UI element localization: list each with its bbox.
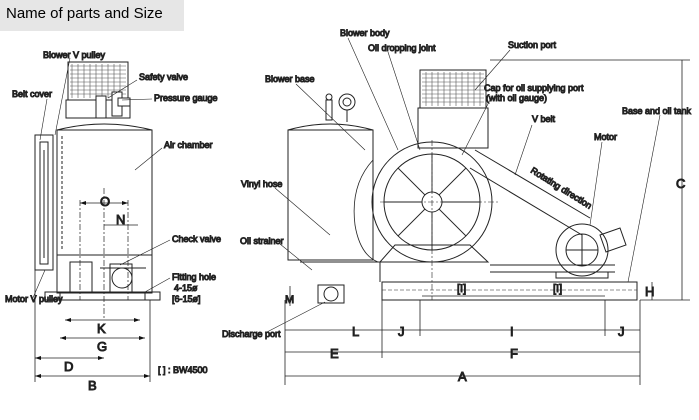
dim-F: F: [510, 346, 518, 361]
front-view: [34, 61, 161, 318]
label-check-valve: Check valve: [172, 234, 221, 244]
dim-B: B: [88, 378, 97, 393]
air-chamber-front: [56, 129, 153, 256]
air-chamber-side: [287, 129, 374, 261]
title-box: Name of parts and Size: [0, 0, 184, 31]
dim-M: M: [285, 294, 294, 306]
motor-shape: [555, 223, 609, 277]
label-oil-dropping-joint: Oil dropping joint: [368, 43, 436, 53]
label-motor: Motor: [594, 132, 617, 142]
dim-C: C: [676, 176, 685, 191]
base-front: [44, 291, 161, 301]
label-fitting-hole: Fitting hole: [172, 272, 216, 282]
label-pressure-gauge: Pressure gauge: [154, 93, 218, 103]
dim-D: D: [64, 359, 73, 374]
label-air-chamber: Air chamber: [164, 140, 213, 150]
label-with-oil-gauge: (with oil gauge): [486, 93, 547, 103]
label-vinyl-hose: Vinyl hose: [241, 179, 282, 189]
label-motor-v-pulley: Motor V pulley: [5, 294, 63, 304]
dim-H: H: [645, 284, 654, 299]
oil-tank-shape: [381, 281, 638, 301]
dim-E: E: [330, 346, 339, 361]
dim-I: I: [510, 324, 514, 339]
label-cap-oil-supply: Cap for oil supplying port: [484, 83, 584, 93]
label-safety-valve: Safety valve: [139, 72, 188, 82]
dim-I-bracket-right: [I]: [553, 283, 562, 295]
page-title: Name of parts and Size: [6, 5, 163, 22]
label-blower-body: Blower body: [340, 28, 390, 38]
label-blower-v-pulley: Blower V pulley: [43, 50, 106, 60]
dim-A: A: [458, 369, 467, 384]
dim-K: K: [97, 321, 106, 336]
label-discharge-port: Discharge port: [222, 329, 281, 339]
dim-O: O: [100, 194, 110, 209]
discharge-port-shape: [317, 284, 345, 304]
label-suction-port: Suction port: [508, 40, 557, 50]
air-chamber-dome: [56, 123, 153, 131]
front-dimensions: [34, 202, 151, 382]
label-bw4500-note: [ ] : BW4500: [158, 365, 208, 375]
dim-G: G: [97, 339, 107, 354]
label-blower-base: Blower base: [265, 74, 315, 84]
dim-L: L: [352, 324, 359, 339]
dim-I-bracket-left: [I]: [457, 283, 466, 295]
dim-J2: J: [618, 324, 625, 339]
label-fitting-hole-spec2: [6-15ø]: [172, 294, 201, 304]
side-view: [287, 69, 638, 304]
dim-N: N: [116, 212, 125, 227]
label-belt-cover: Belt cover: [12, 89, 52, 99]
leader-lines: [31, 37, 661, 334]
label-v-belt: V belt: [532, 114, 556, 124]
label-base-and-oil-tank: Base and oil tank: [622, 106, 692, 116]
blower-base-shape: [378, 244, 490, 263]
pressure-gauge-shape: [338, 93, 356, 111]
belt-cover-inner: [39, 141, 49, 265]
label-oil-strainer: Oil strainer: [240, 236, 284, 246]
label-fitting-hole-spec1: 4-15ø: [174, 283, 198, 293]
side-dimensions: [284, 59, 690, 385]
dim-J1: J: [398, 324, 405, 339]
belt-cover-shape: [34, 134, 54, 271]
